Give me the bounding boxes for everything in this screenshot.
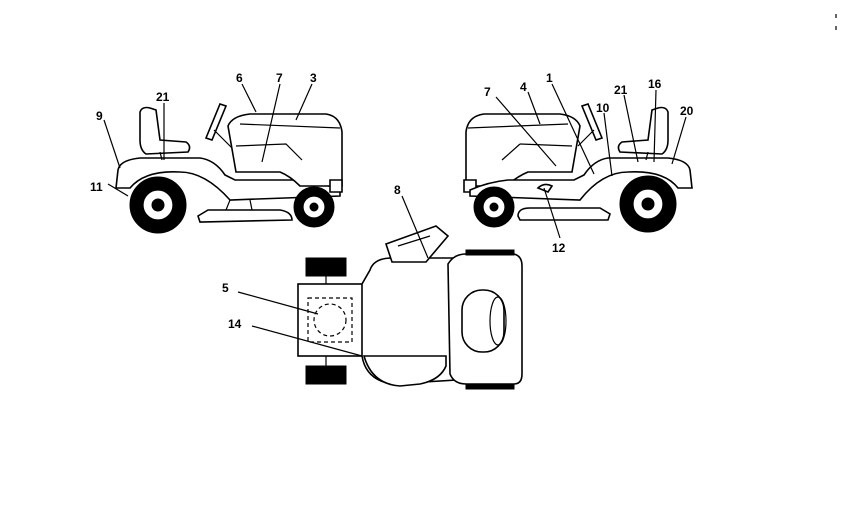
front-wheel-top-lower xyxy=(305,365,347,385)
discharge-chute xyxy=(384,225,450,263)
mower-deck xyxy=(197,209,293,223)
rear-wheel-top-lower xyxy=(465,383,515,390)
callout-11: 11 xyxy=(90,180,103,194)
rear-wheel-top-upper xyxy=(465,249,515,256)
left-callout-labels: 21 6 7 3 9 11 xyxy=(90,71,317,194)
callout-12: 12 xyxy=(552,241,566,255)
callout-10: 10 xyxy=(596,101,610,115)
mower-left-side-view xyxy=(115,103,343,234)
callout-9: 9 xyxy=(96,109,103,123)
top-callout-labels: 8 5 14 xyxy=(222,183,401,331)
callout-1: 1 xyxy=(546,71,553,85)
mower-deck-right xyxy=(517,207,611,221)
mower-right-side-view xyxy=(463,103,693,233)
seat-right xyxy=(617,106,669,155)
callout-3: 3 xyxy=(310,71,317,85)
callout-6: 6 xyxy=(236,71,243,85)
callout-4: 4 xyxy=(520,80,527,94)
callout-16: 16 xyxy=(648,77,662,91)
callout-5: 5 xyxy=(222,281,229,295)
callout-7-right: 7 xyxy=(484,85,491,99)
callout-21-left: 21 xyxy=(156,90,170,104)
left-callout-leaders xyxy=(103,83,313,197)
steering-wheel xyxy=(204,103,228,141)
rear-fender-right xyxy=(469,157,693,201)
mower-top-view xyxy=(297,225,523,390)
seat xyxy=(139,106,191,155)
hood xyxy=(227,113,343,187)
right-callout-leaders xyxy=(495,83,687,239)
callout-14: 14 xyxy=(228,317,242,331)
callout-8: 8 xyxy=(394,183,401,197)
callout-21-right: 21 xyxy=(614,83,628,97)
callout-20: 20 xyxy=(680,104,694,118)
callout-7-left: 7 xyxy=(276,71,283,85)
top-callout-leaders xyxy=(237,195,429,357)
front-wheel-top-upper xyxy=(305,257,347,277)
steering-wheel-right xyxy=(580,103,604,141)
right-callout-labels: 7 4 1 21 16 10 20 12 xyxy=(484,71,694,255)
